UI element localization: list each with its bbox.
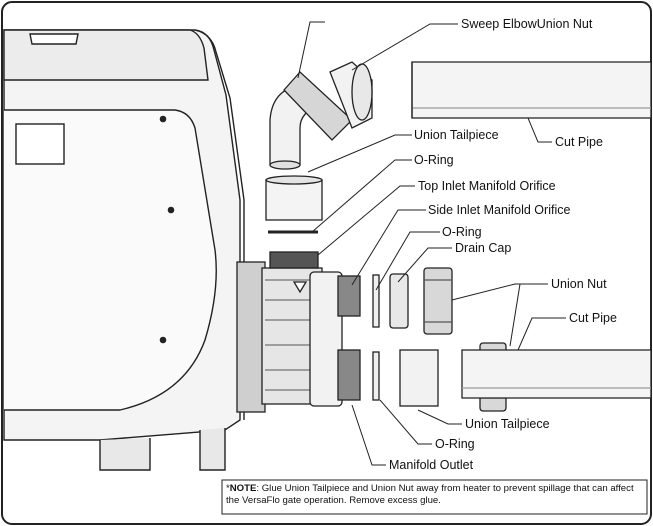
sweep-elbow bbox=[269, 61, 373, 170]
label-cut-pipe-top: Cut Pipe bbox=[555, 135, 603, 149]
note-prefix: * bbox=[226, 483, 230, 494]
bottom-parts bbox=[372, 342, 652, 412]
leader-lines bbox=[297, 21, 566, 466]
label-o-ring-bottom: O-Ring bbox=[435, 437, 475, 451]
manifold-assembly bbox=[236, 251, 361, 413]
label-union-tailpiece-top: Union Tailpiece bbox=[414, 128, 499, 142]
label-union-tailpiece-bottom: Union Tailpiece bbox=[465, 417, 550, 431]
label-cut-pipe-bottom: Cut Pipe bbox=[569, 311, 617, 325]
label-o-ring-top: O-Ring bbox=[414, 153, 454, 167]
note-keyword: NOTE bbox=[229, 483, 257, 494]
label-o-ring-side: O-Ring bbox=[442, 225, 482, 239]
label-sweep-elbow-union-nut: Sweep ElbowUnion Nut bbox=[461, 17, 593, 31]
note-text: *NOTE: Glue Union Tailpiece and Union Nu… bbox=[226, 483, 644, 506]
label-manifold-outlet: Manifold Outlet bbox=[389, 458, 474, 472]
note-box bbox=[221, 479, 648, 515]
cut-pipe-top-part bbox=[411, 61, 652, 119]
label-drain-cap: Drain Cap bbox=[455, 241, 511, 255]
union-tailpiece-top-part bbox=[265, 175, 323, 221]
label-side-inlet-manifold-orifice: Side Inlet Manifold Orifice bbox=[428, 203, 570, 217]
side-parts bbox=[372, 267, 453, 335]
label-union-nut: Union Nut bbox=[551, 277, 607, 291]
label-top-inlet-manifold-orifice: Top Inlet Manifold Orifice bbox=[418, 179, 556, 193]
note-body: : Glue Union Tailpiece and Union Nut awa… bbox=[226, 483, 634, 506]
heater-body bbox=[3, 29, 245, 471]
